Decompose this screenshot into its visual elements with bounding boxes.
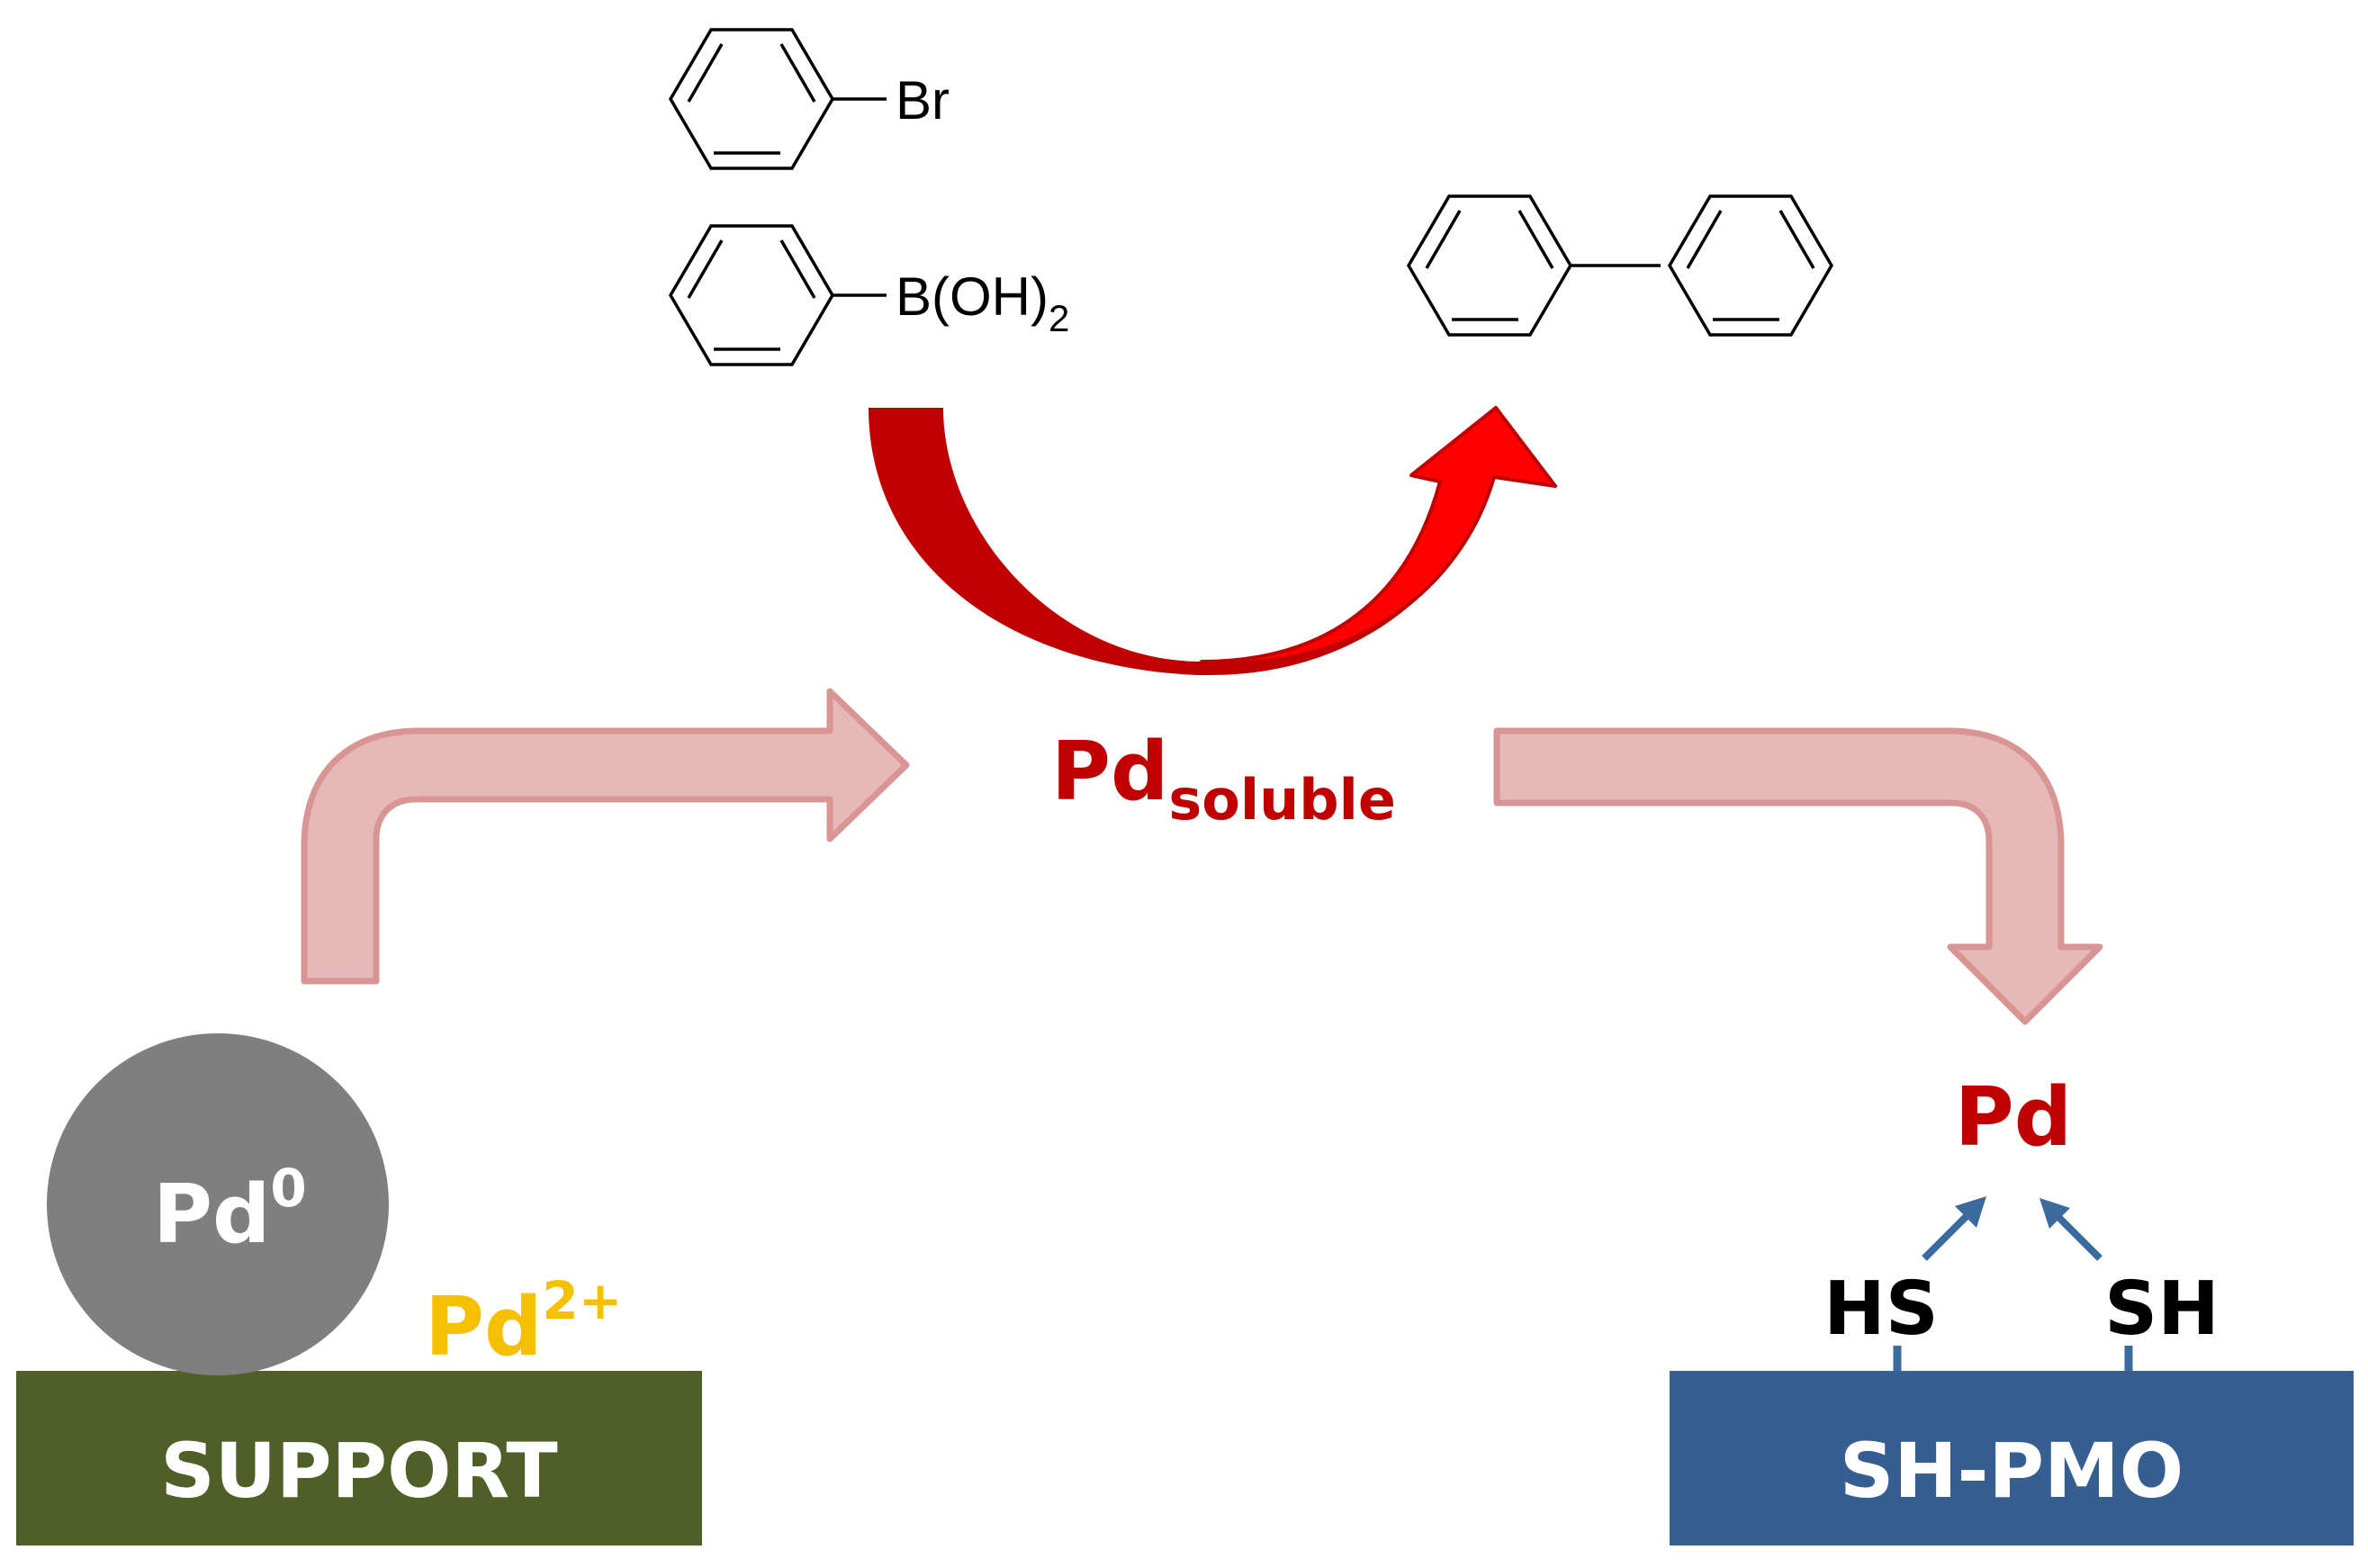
bromo-substituent-label: Br: [896, 70, 950, 131]
phenylboronic-acid-structure: [668, 224, 887, 366]
pd0-nanoparticle: [47, 1033, 389, 1375]
thiol-hs-label: HS: [1823, 1266, 1939, 1352]
shpmo-block: [1670, 1371, 2354, 1545]
boronic-acid-substituent-label: B(OH)2: [896, 266, 1069, 339]
bromobenzene-structure: [668, 28, 887, 170]
support-label: SUPPORT: [160, 1427, 557, 1515]
biphenyl-structure: [1406, 194, 1834, 337]
thiol-sh-label: SH: [2104, 1266, 2219, 1352]
leaching-arrow: [301, 688, 910, 985]
pd2-label: Pd2+: [425, 1270, 622, 1374]
support-block: [16, 1371, 702, 1545]
pd-soluble-label: Pdsoluble: [1051, 725, 1396, 833]
pd-captured-label: Pd: [1955, 1070, 2072, 1165]
coupling-reaction-arrow: [869, 406, 1557, 675]
coordination-arrow-left: [1922, 1196, 1986, 1261]
shpmo-label: SH-PMO: [1840, 1427, 2183, 1515]
pd0-label: Pd0: [153, 1158, 307, 1262]
capture-arrow: [1493, 727, 2103, 1025]
coordination-arrow-right: [2039, 1198, 2102, 1261]
